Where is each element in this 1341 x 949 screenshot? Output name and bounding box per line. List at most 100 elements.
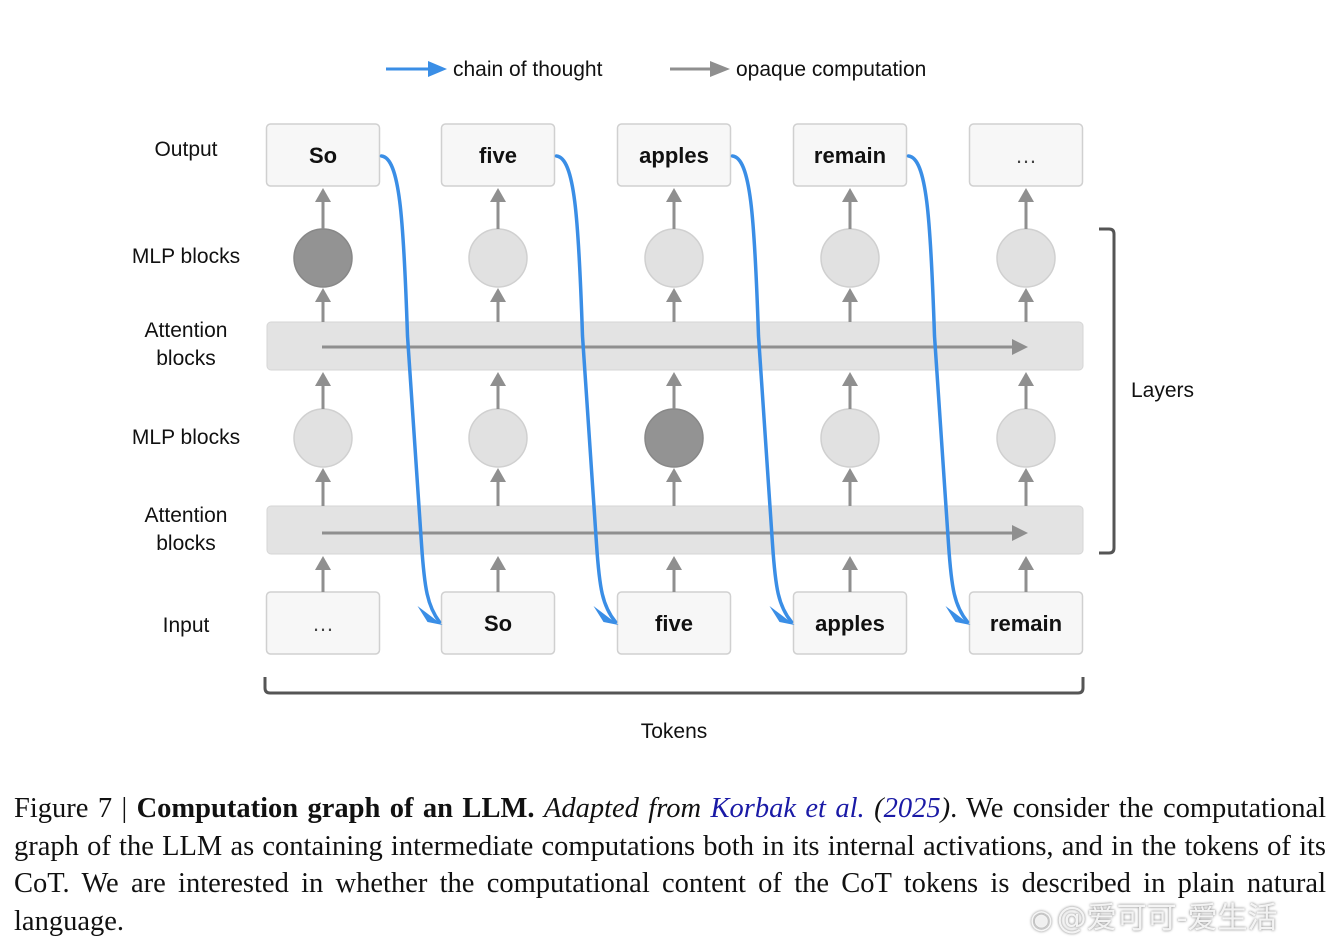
opaque-arrowhead-icon [315,372,331,386]
row-label-attention-top-line2: blocks [156,347,216,370]
output-token-box: five [440,123,556,187]
row-label-attention-bottom-line1: Attention [145,504,228,527]
opaque-arrowhead-icon [315,468,331,482]
opaque-arrowhead-icon [1018,468,1034,482]
legend-item-opaque-computation: opaque computation [670,58,926,81]
input-token-text: So [484,611,512,636]
cot-edge [730,154,794,624]
tokens-bracket-line [263,677,1085,695]
opaque-arrowhead-icon [842,288,858,302]
legend-opaque-arrowhead-icon [710,61,730,77]
output-token-box: remain [792,123,908,187]
caption-body: . We consider the computational graph of… [14,793,1327,937]
computation-graph-diagram: chain of thought opaque computation Outp… [132,58,1194,743]
opaque-arrowhead-icon [490,556,506,570]
output-token-text: So [309,143,337,168]
cot-edge [379,154,442,624]
opaque-arrowhead-icon [842,372,858,386]
token-column: remain apples [792,123,908,655]
row-label-output: Output [154,138,217,161]
output-token-box: … [968,123,1084,187]
mlp-node [820,228,880,288]
layers-bracket-line [1099,227,1116,555]
opaque-arrowhead-icon [315,288,331,302]
token-column: apples five [616,123,732,655]
opaque-arrowhead-icon [315,188,331,202]
watermark-text: @爱可可-爱生活 [1056,901,1278,936]
cot-edge [906,154,970,624]
cot-arrowhead-icon [769,606,795,625]
attention-arrowhead-bottom-icon [1012,525,1028,541]
opaque-arrowhead-icon [666,468,682,482]
output-token-box: apples [616,123,732,187]
cot-arrowhead-icon [593,606,619,625]
figure-caption: Figure 7 | Computation graph of an LLM. … [14,793,1327,937]
input-token-text: … [312,611,334,636]
output-token-text: remain [814,143,886,168]
output-token-text: apples [639,143,709,168]
legend-opaque-label: opaque computation [736,58,926,81]
input-token-text: apples [815,611,885,636]
output-token-text: … [1015,143,1037,168]
row-label-attention-top-line1: Attention [145,319,228,342]
attention-arrowhead-top-icon [1012,339,1028,355]
adapted-from: Adapted from [543,793,711,824]
row-labels: Output MLP blocks Attention blocks MLP b… [132,138,240,637]
mlp-node-active [293,228,353,288]
mlp-node [468,228,528,288]
legend-cot-arrowhead-icon [428,61,447,77]
legend-cot-label: chain of thought [453,58,603,81]
opaque-arrowhead-icon [842,556,858,570]
citation-year-link[interactable]: 2025 [883,793,941,824]
input-token-box: … [265,591,381,655]
mlp-node [996,408,1056,468]
input-token-box: remain [968,591,1084,655]
tokens-bracket: Tokens [263,677,1085,743]
opaque-arrowhead-icon [490,288,506,302]
mlp-node [644,228,704,288]
legend-item-chain-of-thought: chain of thought [386,58,603,81]
mlp-node [293,408,353,468]
output-token-text: five [479,143,517,168]
figure-title: Computation graph of an LLM. [136,793,535,824]
token-column: So … [265,123,381,655]
opaque-arrowhead-icon [1018,556,1034,570]
opaque-arrowhead-icon [490,188,506,202]
figure-label: Figure 7 | [14,793,137,824]
attention-band-bottom [266,505,1084,555]
input-token-box: five [616,591,732,655]
chain-of-thought-edges [379,154,971,625]
layers-bracket: Layers [1099,227,1194,555]
mlp-node-active [644,408,704,468]
tokens-label: Tokens [641,720,708,743]
legend: chain of thought opaque computation [386,58,926,81]
row-label-attention-bottom-line2: blocks [156,532,216,555]
layers-label: Layers [1131,379,1194,402]
token-column: … remain [968,123,1084,655]
opaque-arrowhead-icon [1018,372,1034,386]
opaque-arrowhead-icon [666,288,682,302]
citation-link[interactable]: Korbak et al. [710,793,865,824]
opaque-arrowhead-icon [1018,188,1034,202]
watermark: ◉@爱可可-爱生活 [1030,893,1278,937]
mlp-node [996,228,1056,288]
opaque-arrowhead-icon [666,556,682,570]
input-token-text: five [655,611,693,636]
row-label-mlp-bottom: MLP blocks [132,426,240,449]
opaque-arrowhead-icon [842,188,858,202]
cot-arrowhead-icon [945,606,971,625]
opaque-arrowhead-icon [490,372,506,386]
cot-arrowhead-icon [417,606,443,625]
row-label-input: Input [163,614,210,637]
mlp-node [820,408,880,468]
input-token-box: So [440,591,556,655]
opaque-arrowhead-icon [842,468,858,482]
opaque-arrowhead-icon [490,468,506,482]
output-token-box: So [265,123,381,187]
opaque-arrowhead-icon [666,188,682,202]
opaque-arrowhead-icon [666,372,682,386]
opaque-arrowhead-icon [315,556,331,570]
opaque-arrowhead-icon [1018,288,1034,302]
